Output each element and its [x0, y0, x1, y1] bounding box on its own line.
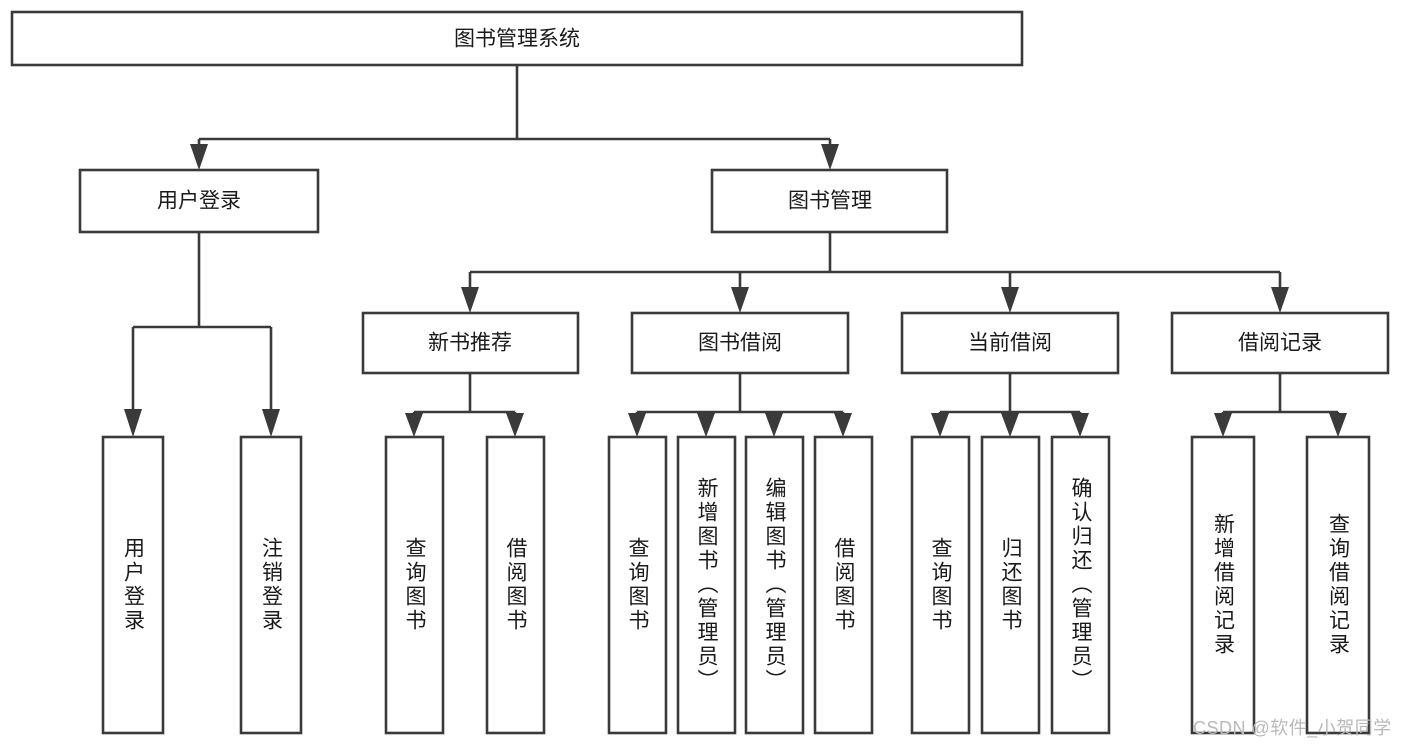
arrowhead-leaf-8	[931, 413, 949, 437]
node-current-borrow[interactable]	[900, 311, 1120, 375]
node-leaf-9[interactable]	[980, 435, 1041, 735]
arrowhead-record	[1271, 287, 1289, 313]
node-book-management[interactable]	[710, 168, 949, 234]
node-leaf-12[interactable]	[1305, 435, 1371, 735]
node-layer	[10, 10, 1390, 735]
node-leaf-11[interactable]	[1190, 435, 1256, 735]
node-book-borrow-label: 图书借阅	[698, 332, 782, 355]
node-leaf-1[interactable]	[239, 435, 303, 735]
node-book-management-label: 图书管理	[788, 190, 872, 213]
node-root-label: 图书管理系统	[454, 28, 580, 51]
arrowhead-leaf-11	[1214, 413, 1232, 437]
arrowhead-leaf-9	[1001, 413, 1019, 437]
node-borrow-record-label: 借阅记录	[1238, 332, 1322, 355]
node-book-borrow[interactable]	[630, 311, 850, 375]
node-leaf-8[interactable]	[910, 435, 971, 735]
arrowhead-book-mgmt	[821, 144, 839, 170]
node-leaf-5[interactable]	[676, 435, 737, 735]
connector-layer	[124, 65, 1347, 437]
node-leaf-3[interactable]	[485, 435, 546, 735]
arrowhead-leaf-7	[834, 413, 852, 437]
arrowhead-user-login	[190, 144, 208, 170]
node-root[interactable]	[10, 10, 1024, 67]
node-user-login[interactable]	[78, 168, 320, 234]
node-leaf-4[interactable]	[607, 435, 668, 735]
label-layer: 图书管理系统 用户登录 图书管理 新书推荐 图书借阅 当前借阅 借阅记录	[157, 28, 1322, 355]
arrowhead-leaf-1	[262, 409, 280, 437]
arrowhead-leaf-4	[628, 413, 646, 437]
arrowhead-leaf-12	[1329, 413, 1347, 437]
arrowhead-leaf-0	[124, 409, 142, 437]
arrowhead-leaf-10	[1071, 413, 1089, 437]
arrowhead-leaf-6	[765, 413, 783, 437]
arrowhead-borrow	[731, 287, 749, 313]
node-borrow-record[interactable]	[1170, 311, 1390, 375]
node-leaf-2[interactable]	[384, 435, 445, 735]
node-new-book-recommend-label: 新书推荐	[428, 332, 512, 355]
node-current-borrow-label: 当前借阅	[968, 332, 1052, 355]
node-leaf-10[interactable]	[1050, 435, 1111, 735]
node-leaf-7[interactable]	[813, 435, 874, 735]
arrowhead-leaf-2	[405, 413, 423, 437]
node-leaf-6[interactable]	[744, 435, 805, 735]
arrowhead-current	[1001, 287, 1019, 313]
node-user-login-label: 用户登录	[157, 190, 241, 213]
csdn-watermark: CSDN @软件_小贺同学	[1193, 718, 1392, 738]
node-new-book-recommend[interactable]	[361, 311, 580, 375]
arrowhead-leaf-5	[697, 413, 715, 437]
arrowhead-newbook	[461, 287, 479, 313]
node-leaf-0[interactable]	[101, 435, 165, 735]
arrowhead-leaf-3	[506, 413, 524, 437]
